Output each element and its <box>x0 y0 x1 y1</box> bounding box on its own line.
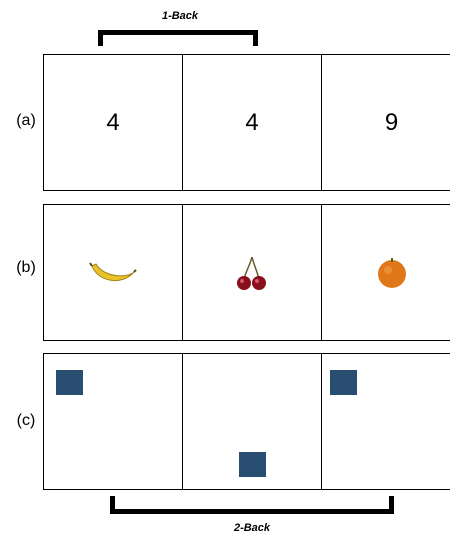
cell-b3 <box>322 205 450 340</box>
square-top-left <box>330 370 357 395</box>
row-b-fruits <box>43 204 450 341</box>
digit-a3: 9 <box>384 108 399 136</box>
row-c-squares <box>43 353 450 490</box>
row-label-a: (a) <box>16 112 36 129</box>
row-a-digits: 4 4 9 <box>43 54 450 191</box>
row-label-c: (c) <box>16 412 36 429</box>
cell-c1 <box>44 354 183 489</box>
orange-icon <box>377 257 406 288</box>
digit-a1: 4 <box>106 108 120 136</box>
cell-b2 <box>183 205 322 340</box>
one-back-label: 1-Back <box>161 10 199 22</box>
cell-a3: 9 <box>322 55 450 190</box>
row-label-b: (b) <box>16 259 36 276</box>
cell-b1 <box>44 205 183 340</box>
digit-a2: 4 <box>245 108 259 136</box>
two-back-label: 2-Back <box>233 522 271 534</box>
one-back-bracket <box>98 30 258 46</box>
cell-a1: 4 <box>44 55 183 190</box>
cell-a2: 4 <box>183 55 322 190</box>
cell-c3 <box>322 354 450 489</box>
square-top-left <box>56 370 83 395</box>
cell-c2 <box>183 354 322 489</box>
cherry-icon <box>237 256 266 290</box>
two-back-bracket <box>110 496 394 514</box>
square-bottom-center <box>239 452 266 477</box>
banana-icon <box>89 261 137 281</box>
